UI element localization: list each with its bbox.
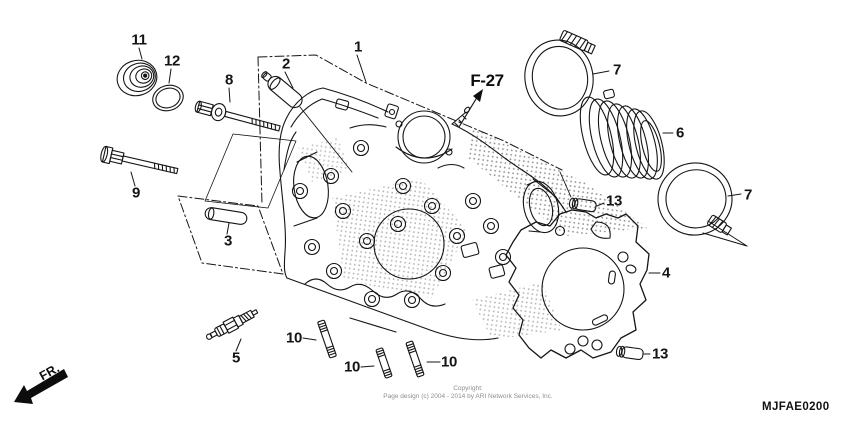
callout-12: 12 [163, 52, 181, 70]
part-10-stud-c [405, 340, 425, 378]
f27-reference-label: F-27 [470, 71, 504, 90]
part-8-bolt [194, 100, 281, 132]
callout-10-b: 10 [343, 358, 361, 376]
callout-6: 6 [675, 124, 685, 142]
part-4-gasket [505, 209, 650, 359]
part-13-dowel-bottom [615, 345, 644, 361]
callout-8: 8 [224, 71, 234, 89]
part-11-cap [116, 59, 158, 97]
callout-1: 1 [353, 38, 363, 56]
callout-11: 11 [131, 31, 147, 49]
callout-4: 4 [661, 264, 671, 282]
copyright-line-2: Page design (c) 2004 - 2014 by ARI Netwo… [383, 393, 553, 400]
stipple-shading [468, 126, 648, 236]
direction-pointer-lines [702, 220, 748, 247]
callout-9: 9 [131, 184, 141, 202]
part-2-mount-rubber [261, 71, 303, 109]
part-6-boot [579, 88, 665, 180]
part-10-stud-b [375, 347, 393, 379]
f27-arrow [458, 89, 483, 128]
part-12-oring [152, 84, 184, 112]
callout-2: 2 [281, 55, 291, 73]
copyright-notice: Copyright: Page design (c) 2004 - 2014 b… [358, 385, 578, 401]
part-7-clamp-bottom [657, 162, 733, 236]
callout-10-c: 10 [440, 353, 458, 371]
callout-7-bottom: 7 [743, 186, 753, 204]
diagram-code: MJFAE0200 [762, 401, 830, 413]
leader-lines [130, 47, 742, 368]
phantom-boundary [177, 54, 563, 275]
part-13-dowel-right [568, 197, 597, 213]
part-10-stud-a [317, 319, 337, 359]
part-7-clamp-top [524, 30, 596, 117]
bolt-bosses [291, 139, 512, 309]
callout-13-bottom: 13 [651, 345, 669, 363]
part-9-bolt [100, 145, 179, 175]
part-3-sleeve [204, 207, 248, 225]
copyright-line-1: Copyright: [453, 385, 483, 392]
callout-5: 5 [231, 349, 241, 367]
phantom-box-bolt [204, 133, 297, 209]
throttle-bore [397, 110, 451, 164]
callout-10-a: 10 [285, 329, 303, 347]
callout-13-right: 13 [605, 192, 623, 210]
callout-3: 3 [223, 232, 233, 250]
front-arrow [14, 369, 68, 404]
callout-7-top: 7 [612, 61, 622, 79]
part-5-spark-plug [206, 309, 259, 340]
part-1-cylinder-head [278, 87, 567, 341]
